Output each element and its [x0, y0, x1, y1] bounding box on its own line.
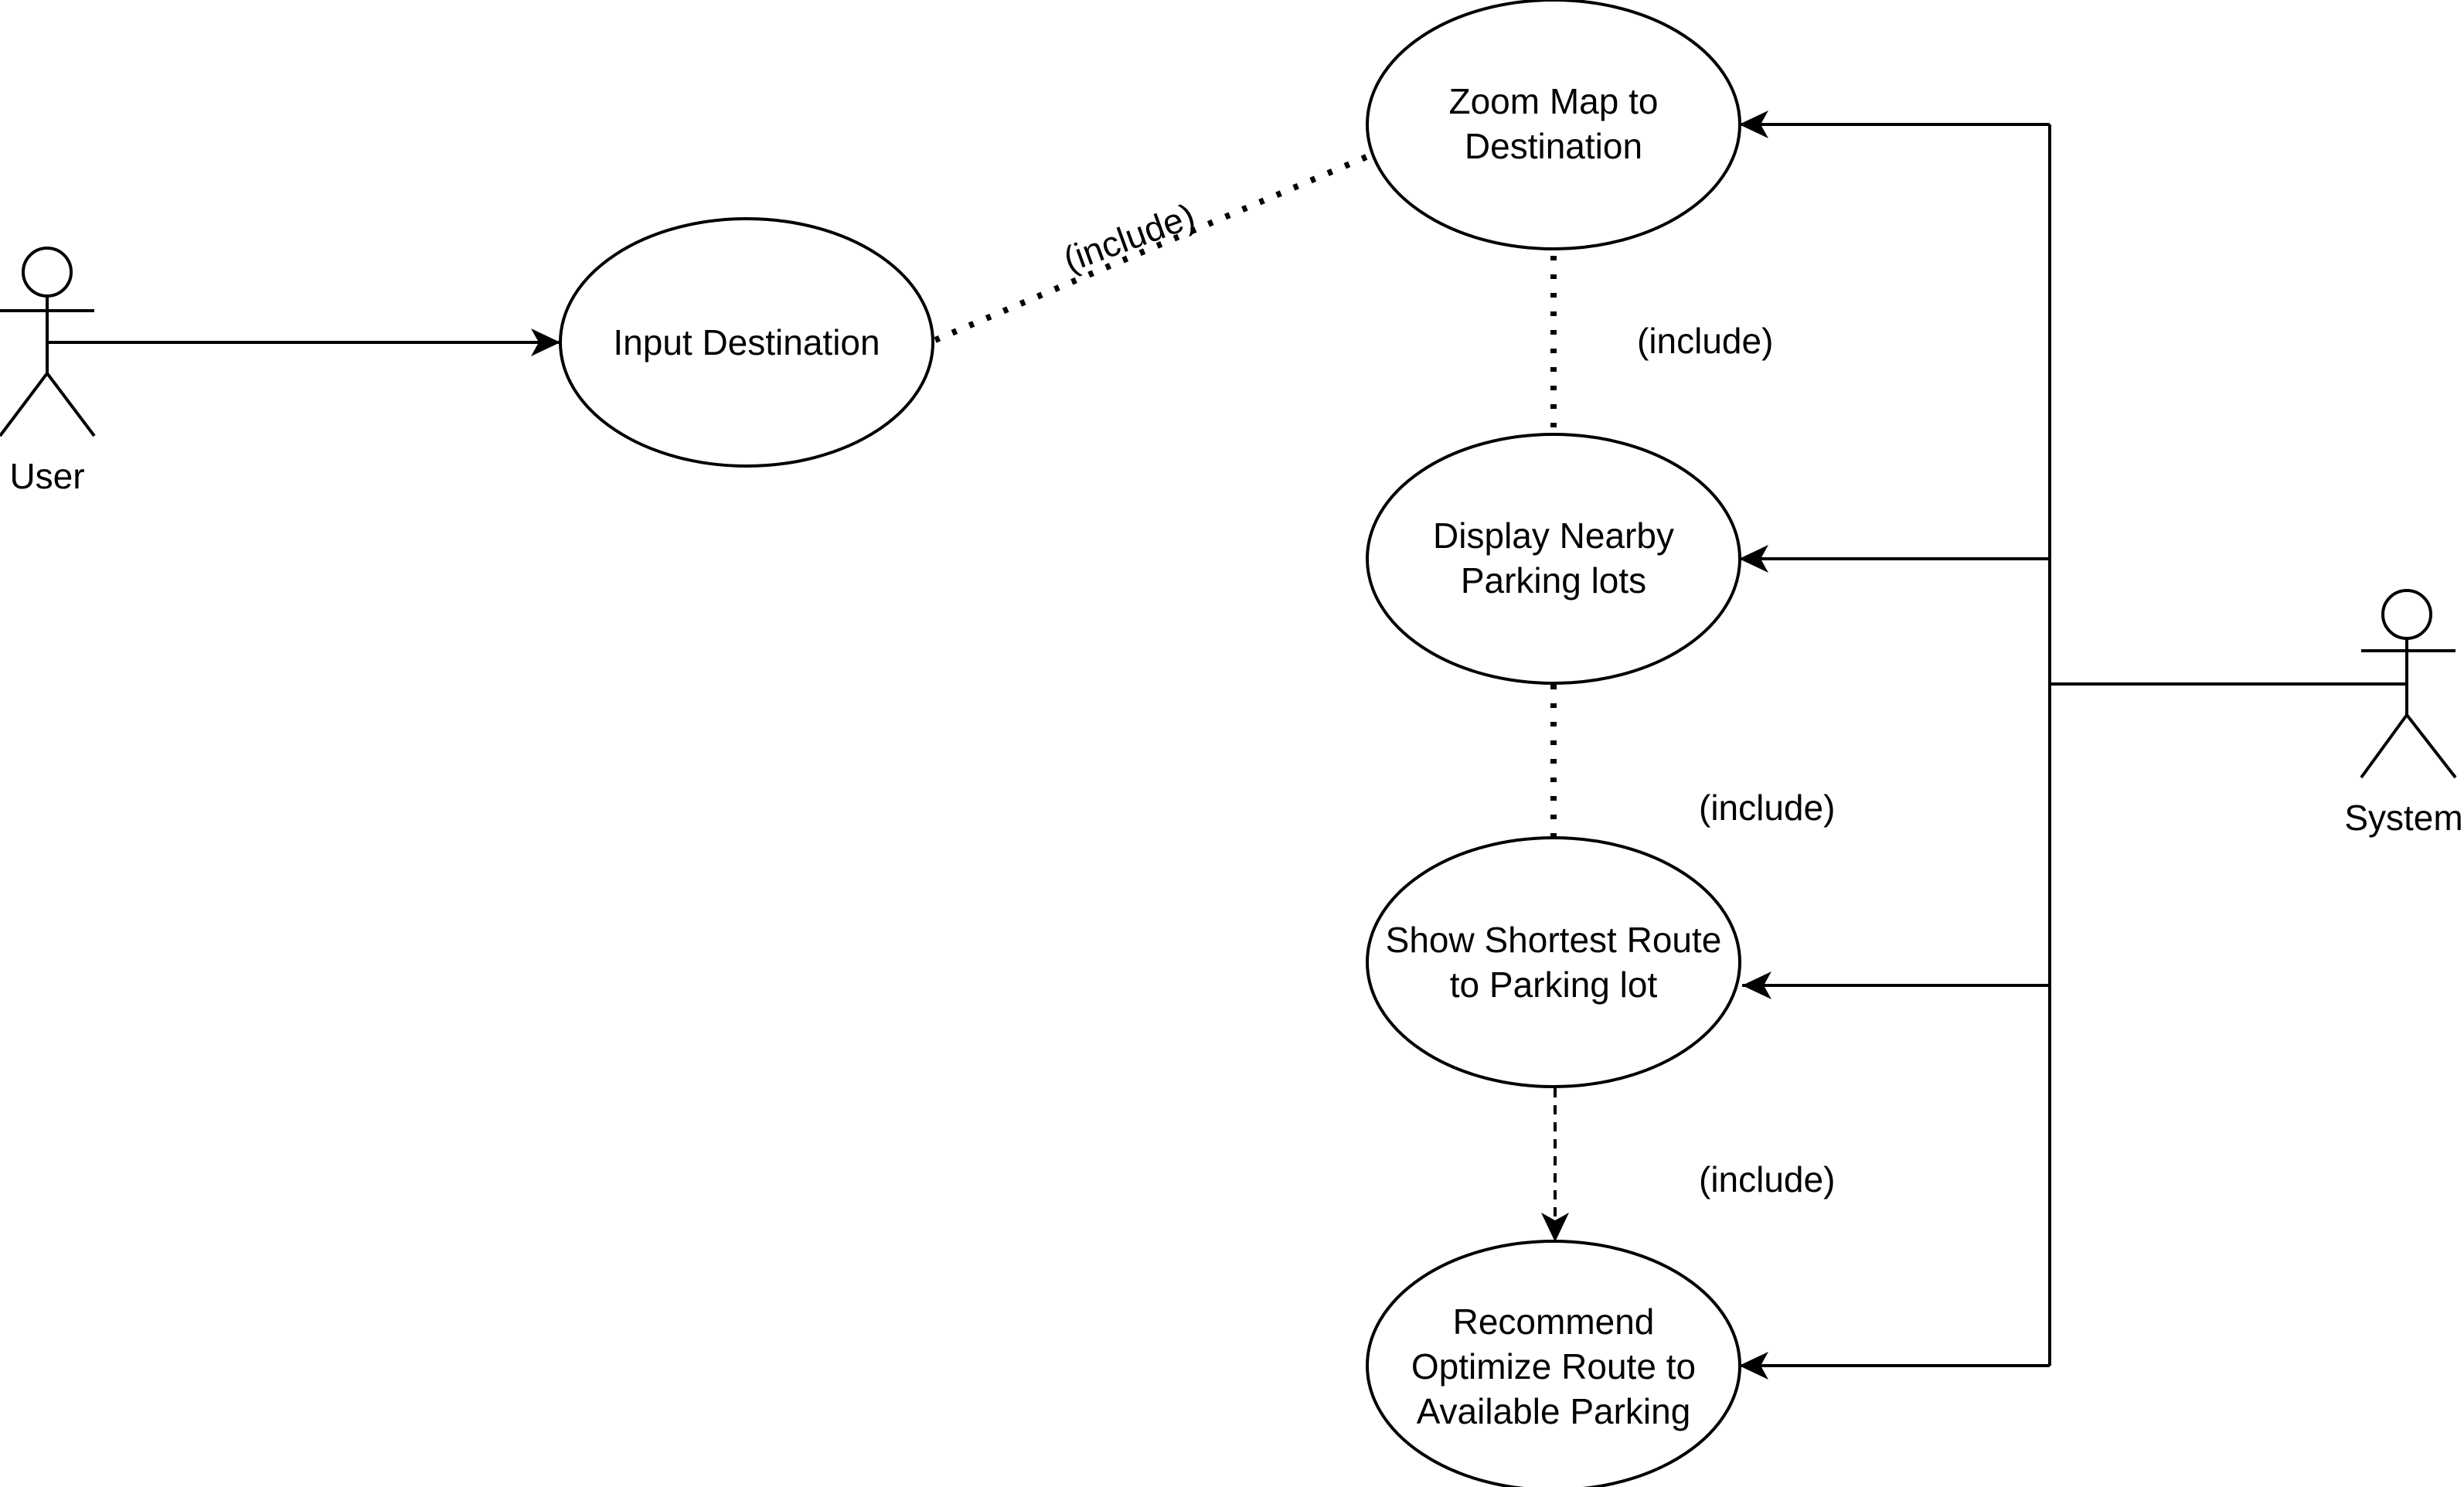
use-case-label-line: Available Parking	[1417, 1391, 1691, 1431]
user-actor-leg-right	[46, 372, 96, 437]
use-case-input-destination: Input Destination	[559, 217, 934, 468]
include-label-1: (include)	[1058, 196, 1200, 280]
use-case-label-line: Show Shortest Route	[1386, 920, 1722, 960]
use-case-label-line: to Parking lot	[1450, 965, 1658, 1005]
system-actor-leg-right	[2405, 713, 2457, 779]
use-case-input-destination-label: Input Destination	[613, 322, 880, 362]
system-actor-label: System	[2344, 798, 2462, 838]
use-case-label-line: Optimize Route to	[1411, 1346, 1696, 1387]
use-case-label-line: Input Destination	[613, 322, 880, 362]
use-case-label-line: Destination	[1465, 126, 1642, 166]
use-case-label-line: Zoom Map to	[1449, 81, 1659, 121]
use-case-label-line: Display Nearby	[1433, 516, 1674, 556]
system-associations	[1739, 111, 2407, 1380]
include-label-4: (include)	[1699, 1159, 1835, 1199]
user-actor: User	[0, 247, 96, 496]
user-actor-label: User	[9, 456, 84, 496]
use-case-label-line: Parking lots	[1461, 560, 1646, 601]
use-case-zoom-map-label: Zoom Map to Destination	[1449, 81, 1659, 166]
system-actor-head	[2381, 589, 2432, 640]
user-actor-head	[22, 247, 73, 298]
user-actor-leg-left	[0, 372, 49, 437]
system-actor-leg-left	[2360, 713, 2408, 779]
use-case-label-line: Recommend	[1453, 1302, 1655, 1342]
use-case-zoom-map: Zoom Map to Destination	[1366, 0, 1741, 250]
include-input-to-zoom	[934, 154, 1368, 343]
include-label-2: (include)	[1637, 321, 1773, 361]
include-label-3: (include)	[1699, 788, 1835, 828]
use-case-show-shortest: Show Shortest Route to Parking lot	[1366, 836, 1741, 1088]
use-case-show-shortest-label: Show Shortest Route to Parking lot	[1386, 920, 1722, 1005]
system-actor: System	[2344, 589, 2463, 838]
